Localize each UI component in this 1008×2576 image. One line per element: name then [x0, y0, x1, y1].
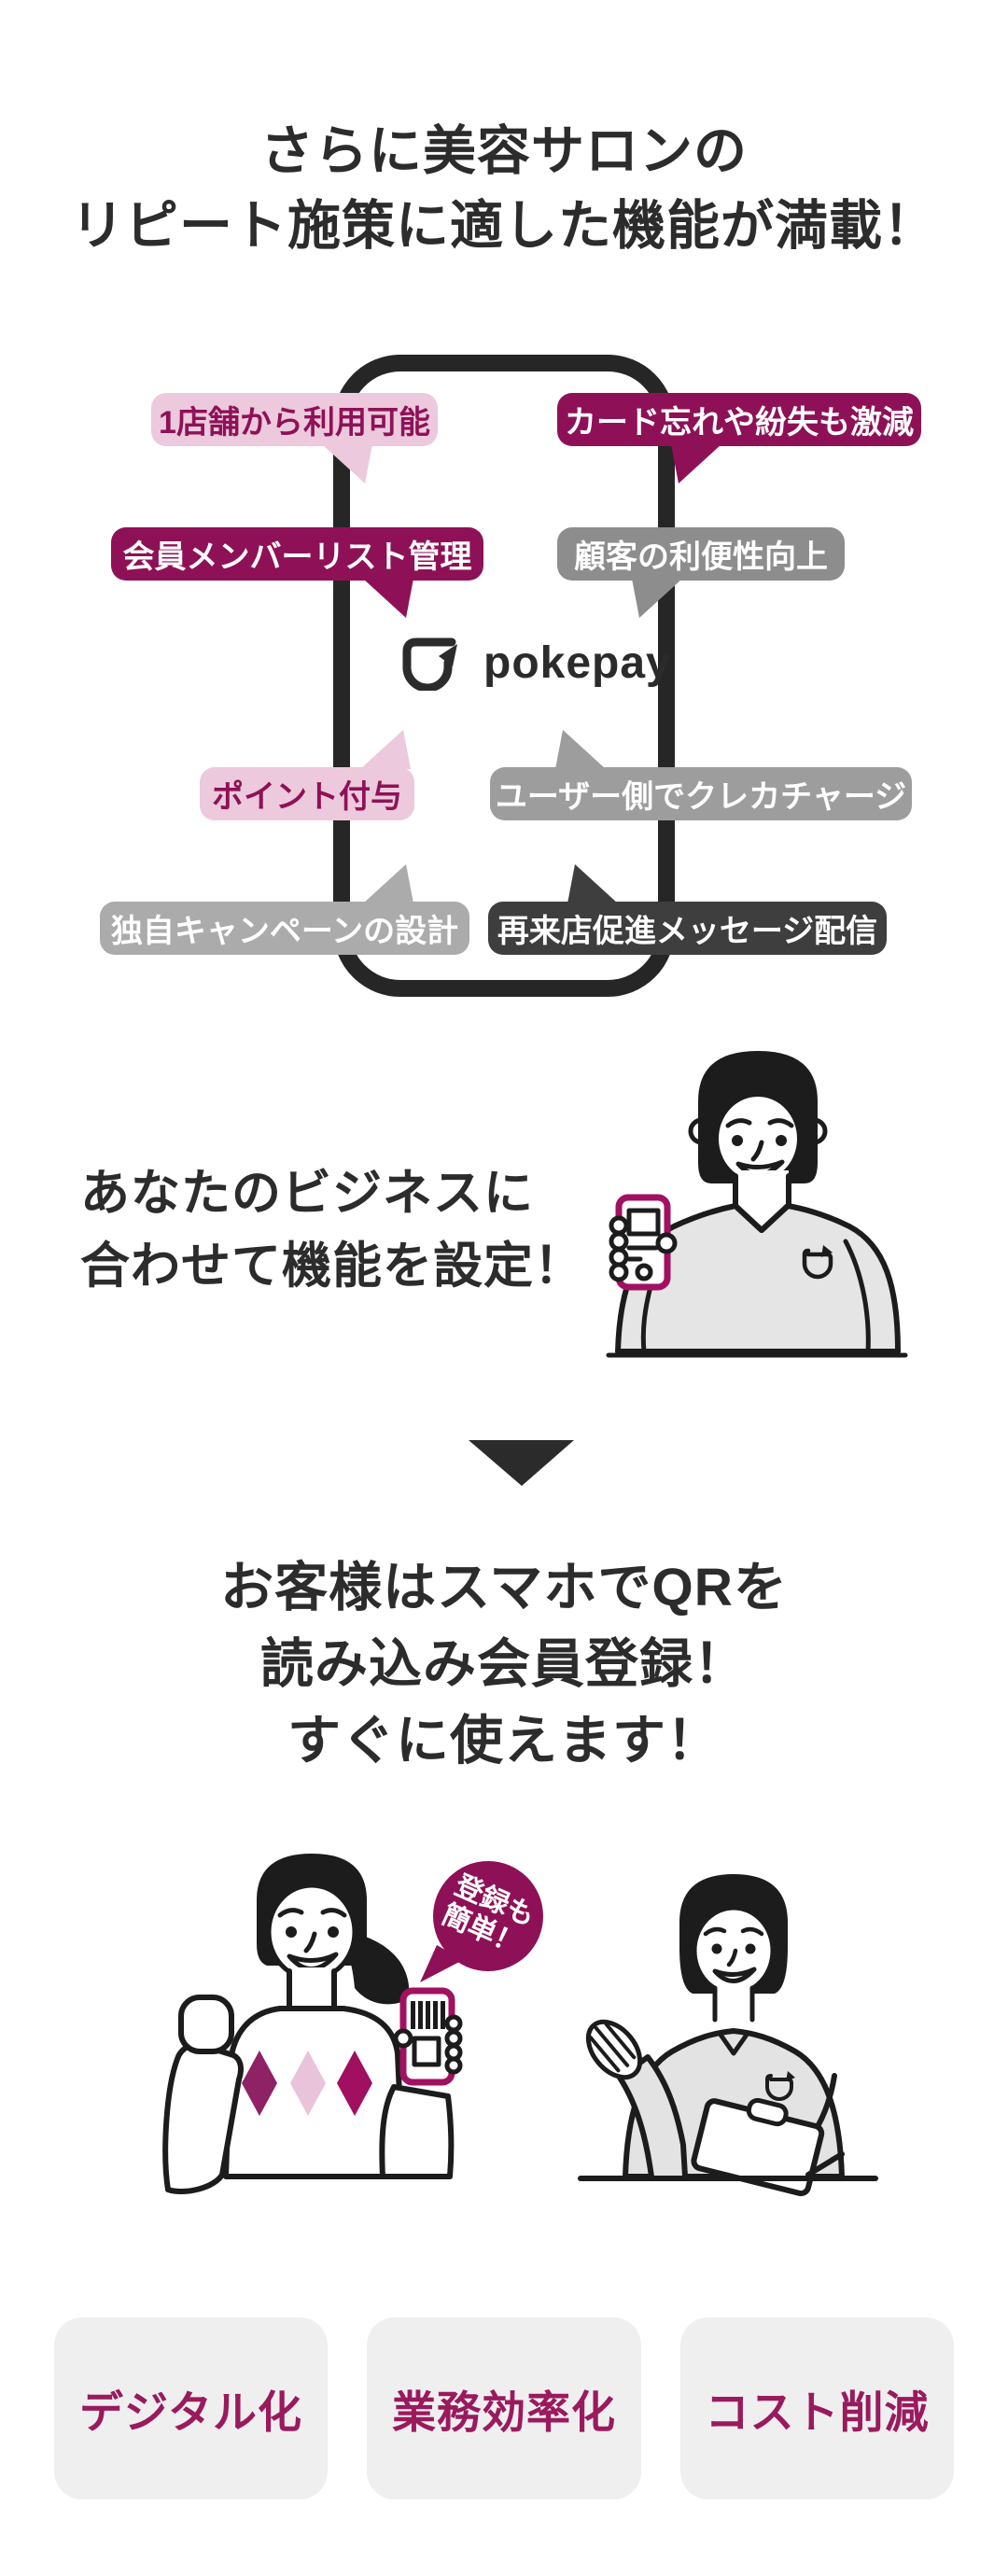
bubble-label: 会員メンバーリスト管理 [122, 539, 472, 575]
bubble-tail [363, 579, 413, 618]
phone-outline [333, 355, 675, 997]
customize-heading-line-2: 合わせて機能を設定！ [80, 1239, 584, 1294]
hero-heading-line-1: さらに美容サロンの [260, 121, 748, 181]
speech-bubble-text: 登録も 簡単！ [437, 1870, 539, 1963]
feature-bubble-member-list: 会員メンバーリスト管理 [111, 527, 483, 618]
benefit-card-label: デジタル化 [78, 2387, 303, 2437]
benefit-card-label: コスト削減 [705, 2387, 930, 2437]
hero-heading-line-2: リピート施策に適した機能が満載！ [71, 196, 937, 256]
feature-bubble-custom-campaign: 独自キャンペーンの設計 [100, 864, 469, 955]
customize-heading-line-1: あなたのビジネスに [80, 1166, 534, 1221]
bubble-tail [632, 579, 682, 618]
feature-bubble-credit-charge: ユーザー側でクレカチャージ [490, 730, 912, 820]
feature-bubble-revisit-message: 再来店促進メッセージ配信 [488, 864, 887, 955]
bubble-label: カード忘れや紛失も激減 [565, 405, 914, 441]
speech-bubble: 登録も 簡単！ [433, 1861, 543, 1971]
hero-heading: さらに美容サロンの リピート施策に適した機能が満載！ [0, 114, 1008, 263]
benefit-card-cost-reduction: コスト削減 [680, 2317, 954, 2499]
bubble-tail [567, 864, 618, 903]
bubble-label: ポイント付与 [212, 779, 402, 815]
bubble-label: ユーザー側でクレカチャージ [495, 779, 907, 815]
benefit-card-efficiency: 業務効率化 [367, 2317, 641, 2499]
pokepay-logo-icon [402, 637, 457, 691]
qr-heading-line-3: すぐに使えます！ [287, 1711, 721, 1771]
feature-bubble-no-lost-cards: カード忘れや紛失も激減 [557, 393, 921, 483]
feature-bubble-points: ポイント付与 [200, 730, 414, 820]
down-arrow-icon [469, 1440, 574, 1486]
qr-heading: お客様はスマホでQRを 読み込み会員登録！ すぐに使えます！ [0, 1549, 1008, 1779]
benefit-card-digitalization: デジタル化 [54, 2317, 328, 2499]
qr-heading-line-2: 読み込み会員登録！ [260, 1634, 748, 1694]
illustration-customer-registration [162, 1854, 878, 2197]
benefit-card-label: 業務効率化 [392, 2387, 616, 2437]
bubble-tail [363, 864, 413, 903]
feature-bubble-single-store: 1店舗から利用可能 [151, 393, 438, 483]
qr-heading-line-1: お客様はスマホでQRを [220, 1558, 788, 1617]
illustration-staff-with-phone [606, 1051, 908, 1358]
bubble-tail [671, 444, 721, 483]
pokepay-logo: pokepay [399, 635, 672, 691]
bubble-tail [322, 444, 372, 483]
bubble-label: 顧客の利便性向上 [574, 539, 828, 575]
bubble-label: 独自キャンペーンの設計 [110, 914, 459, 949]
customize-heading: あなたのビジネスに 合わせて機能を設定！ [80, 1157, 584, 1303]
feature-bubble-customer-convenience: 顧客の利便性向上 [557, 527, 845, 618]
bubble-tail [555, 730, 606, 769]
bubble-label: 1店舗から利用可能 [159, 405, 430, 441]
bubble-tail [360, 730, 411, 769]
bubble-label: 再来店促進メッセージ配信 [497, 914, 878, 949]
pokepay-logo-text: pokepay [483, 637, 672, 688]
